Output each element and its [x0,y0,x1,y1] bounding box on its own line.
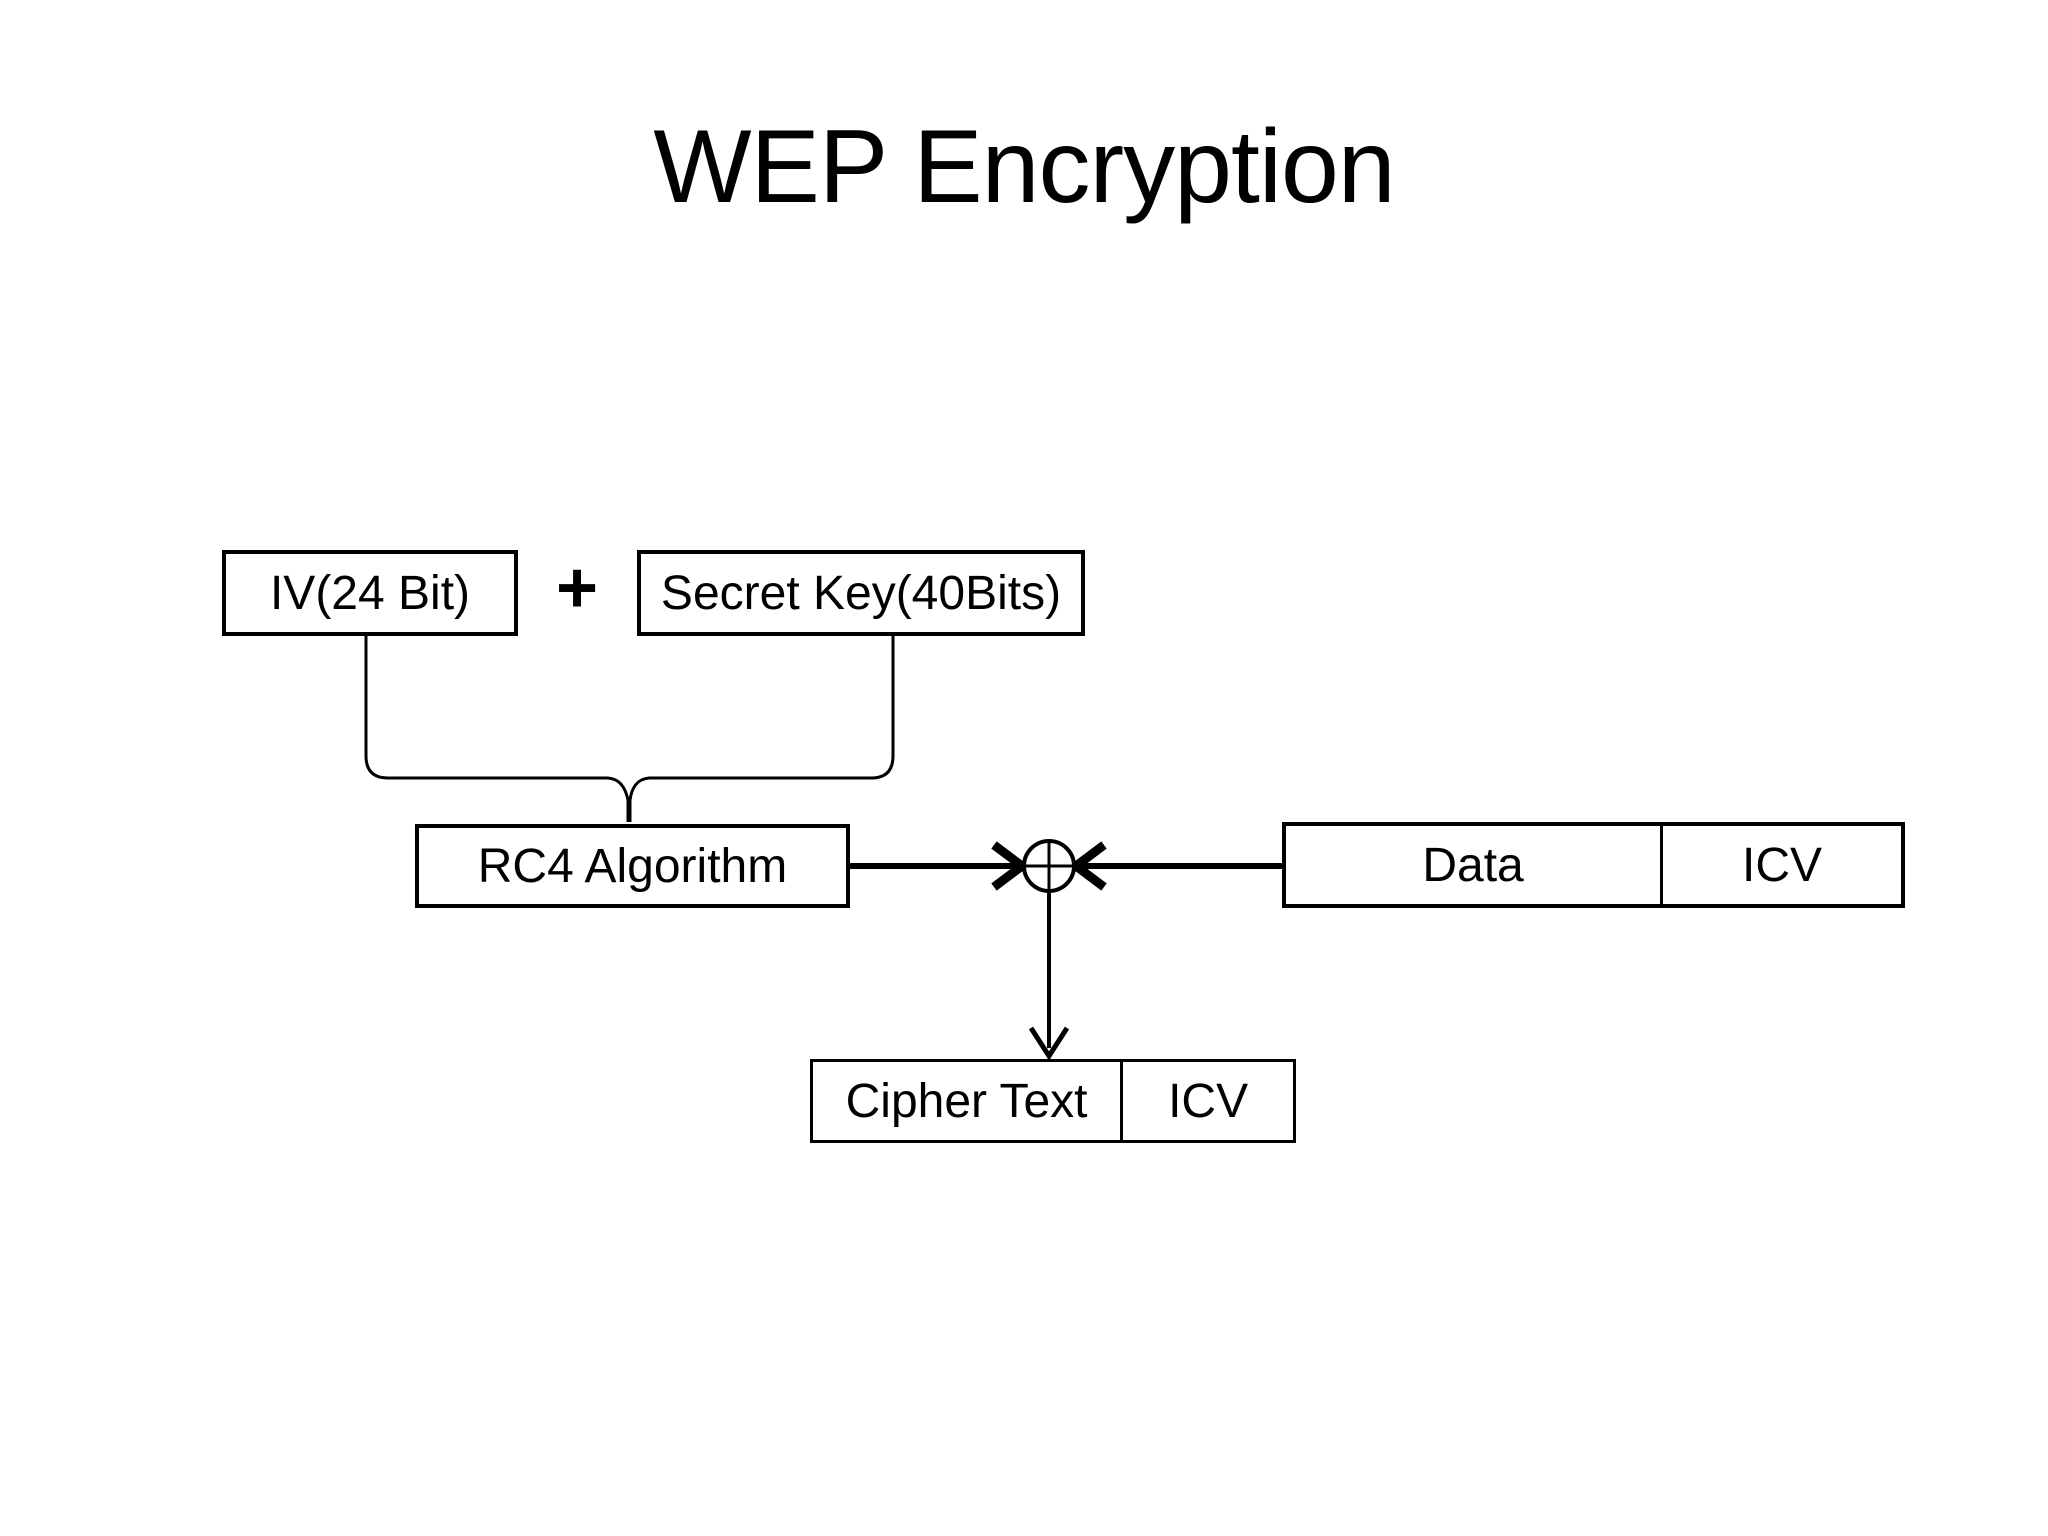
data-icv-cell-label: ICV [1742,838,1823,892]
xor-to-cipher-down-arrow-icon [1028,891,1070,1061]
data-icv-box: Data ICV [1282,822,1905,908]
data-icv-cell: ICV [1660,826,1901,904]
data-to-xor-left-arrow-icon [1068,841,1282,891]
left-brace-path [364,636,630,822]
plus-sign: + [555,548,599,628]
rc4-algorithm-box: RC4 Algorithm [415,824,850,908]
cipher-text-cell-label: Cipher Text [845,1074,1088,1128]
rc4-algorithm-label: RC4 Algorithm [477,839,788,893]
cipher-text-icv-box: Cipher Text ICV [810,1059,1296,1143]
right-brace-path [628,636,895,822]
iv-box-label: IV(24 Bit) [269,566,471,620]
slide-title: WEP Encryption [653,109,1395,225]
xor-icon [1022,839,1076,893]
cipher-icv-cell-label: ICV [1168,1074,1249,1128]
rc4-to-xor-right-arrow-icon [850,841,1030,891]
secret-key-box: Secret Key(40Bits) [637,550,1085,636]
iv-box: IV(24 Bit) [222,550,518,636]
cipher-text-cell: Cipher Text [813,1062,1120,1140]
secret-key-box-label: Secret Key(40Bits) [660,566,1062,620]
cipher-icv-cell: ICV [1120,1062,1293,1140]
data-cell-label: Data [1422,838,1524,892]
data-cell: Data [1286,826,1660,904]
